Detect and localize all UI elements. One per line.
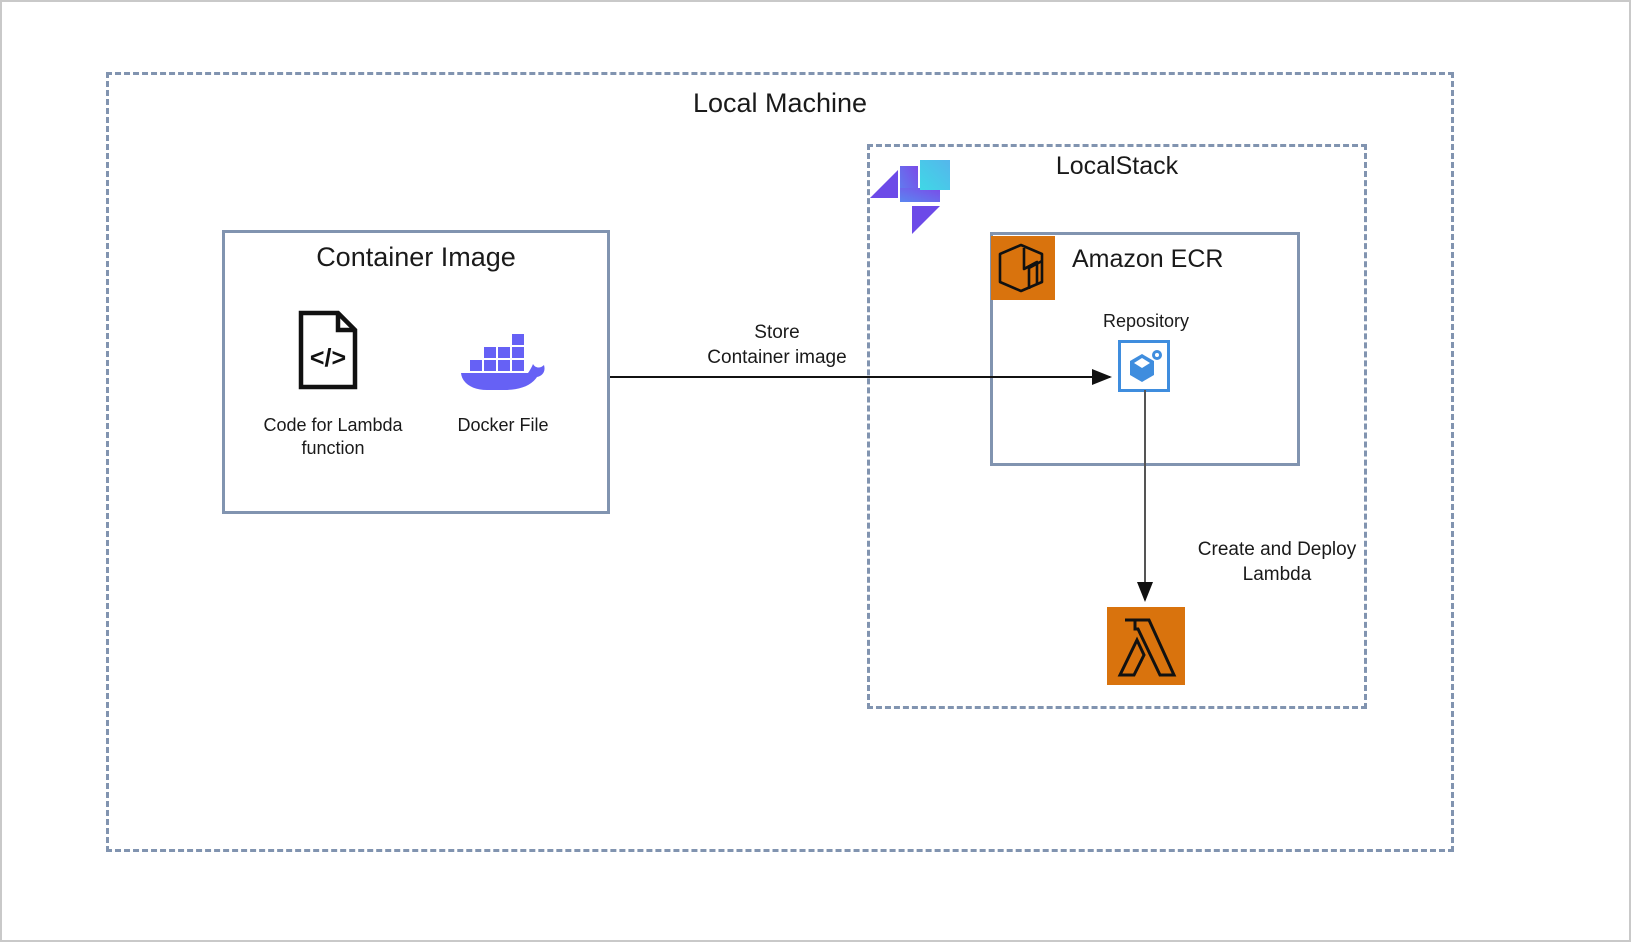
localstack-title: LocalStack	[1055, 152, 1179, 180]
create-deploy-lambda-label: Create and Deploy Lambda	[1197, 539, 1357, 585]
local-machine-boundary	[106, 72, 1454, 852]
localstack-logo	[868, 150, 954, 236]
store-container-image-arrow	[610, 369, 1112, 385]
localstack-boundary	[867, 144, 1367, 709]
code-file-caption: Code for Lambda function	[263, 415, 403, 458]
store-container-image-label: Store Container image	[707, 322, 847, 368]
create-deploy-lambda-arrow	[1137, 390, 1153, 602]
amazon-ecr-icon	[991, 236, 1055, 300]
docker-whale-icon	[457, 328, 549, 390]
aws-lambda-icon	[1107, 607, 1185, 685]
container-image-title: Container Image	[316, 242, 516, 272]
container-image-group	[222, 230, 610, 514]
local-machine-title: Local Machine	[692, 88, 868, 118]
amazon-ecr-title: Amazon ECR	[1072, 245, 1224, 273]
docker-file-caption: Docker File	[457, 415, 549, 435]
code-file-icon: </>	[298, 310, 358, 390]
svg-text:</>: </>	[310, 344, 346, 372]
repository-caption: Repository	[1102, 311, 1190, 331]
